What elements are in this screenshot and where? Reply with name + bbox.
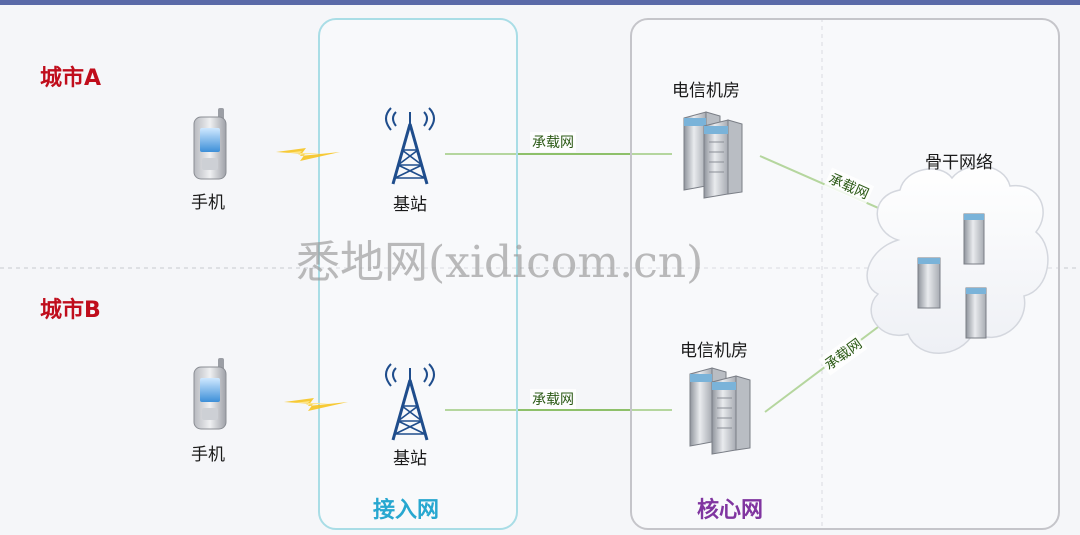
base-station-b-label: 基站 bbox=[393, 449, 427, 469]
access-network-panel bbox=[318, 18, 518, 530]
phone-a-label: 手机 bbox=[191, 193, 225, 213]
datacenter-a-label: 电信机房 bbox=[672, 81, 740, 101]
city-b-label: 城市B bbox=[40, 298, 101, 323]
watermark-text: 悉地网(xidicom.cn) bbox=[296, 237, 704, 288]
base-station-a-label: 基站 bbox=[393, 195, 427, 215]
core-network-label: 核心网 bbox=[697, 498, 764, 523]
bearer-network-b-label: 承载网 bbox=[530, 389, 576, 409]
bearer-network-a-label: 承载网 bbox=[530, 132, 576, 152]
city-a-label: 城市A bbox=[40, 66, 102, 91]
datacenter-b-label: 电信机房 bbox=[680, 341, 748, 361]
access-network-label: 接入网 bbox=[373, 498, 440, 523]
phone-b-label: 手机 bbox=[191, 445, 225, 465]
backbone-label: 骨干网络 bbox=[925, 153, 993, 173]
top-rule bbox=[0, 0, 1080, 5]
